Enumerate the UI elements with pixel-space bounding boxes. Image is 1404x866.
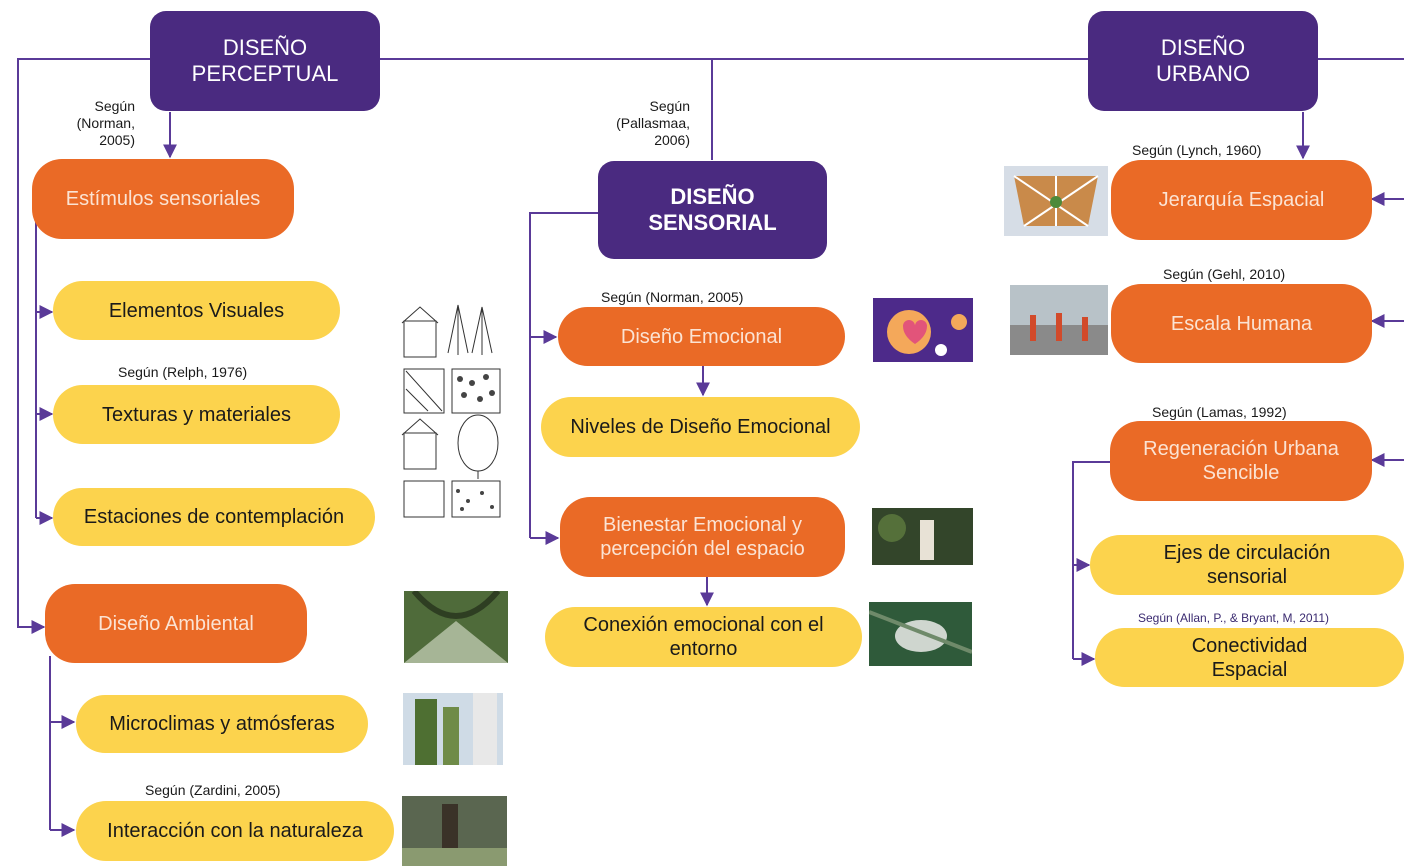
- spatial-hierarchy-render: [1004, 166, 1108, 236]
- citation-lynch: Según (Lynch, 1960): [1132, 142, 1262, 158]
- node-microclimas-atmosferas: Microclimas y atmósferas: [76, 695, 368, 753]
- node-diseno-perceptual-label: DISEÑO PERCEPTUAL: [191, 34, 339, 86]
- node-regeneracion-urbana: Regeneración Urbana Sencible: [1110, 421, 1372, 501]
- node-interaccion-naturaleza: Interacción con la naturaleza: [76, 801, 394, 861]
- node-diseno-emocional-label: Diseño Emocional: [620, 325, 783, 348]
- node-estimulos-sensoriales-label: Estímulos sensoriales: [65, 188, 261, 210]
- node-estaciones-contemplacion-label: Estaciones de contemplación: [83, 506, 345, 528]
- citation-allan-bryant: Según (Allan, P., & Bryant, M, 2011): [1138, 611, 1329, 625]
- node-estaciones-contemplacion: Estaciones de contemplación: [53, 488, 375, 546]
- citation-gehl: Según (Gehl, 2010): [1163, 266, 1286, 282]
- sketch-image: [398, 293, 508, 525]
- nature-interaction-photo: [402, 796, 507, 866]
- node-microclimas-atmosferas-label: Microclimas y atmósferas: [109, 713, 335, 735]
- node-interaccion-naturaleza-label: Interacción con la naturaleza: [107, 820, 363, 842]
- node-escala-humana-label: Escala Humana: [1170, 312, 1313, 335]
- citation-relph: Según (Relph, 1976): [118, 364, 248, 380]
- node-niveles-diseno-emocional-label: Niveles de Diseño Emocional: [570, 416, 831, 438]
- node-conectividad-espacial: Conectividad Espacial: [1095, 628, 1404, 687]
- node-ejes-circulacion-label: Ejes de circulación sensorial: [1163, 542, 1331, 588]
- vertical-forest-photo: [403, 693, 503, 765]
- node-conectividad-espacial-label: Conectividad Espacial: [1191, 634, 1308, 681]
- node-texturas-materiales: Texturas y materiales: [53, 385, 340, 444]
- node-diseno-urbano-label: DISEÑO URBANO: [1155, 34, 1251, 86]
- citation-zardini: Según (Zardini, 2005): [145, 782, 281, 798]
- citation-pallasmaa: Según (Pallasmaa, 2006): [616, 98, 690, 148]
- node-diseno-urbano: DISEÑO URBANO: [1088, 11, 1318, 111]
- node-niveles-diseno-emocional: Niveles de Diseño Emocional: [541, 397, 860, 457]
- aerial-park-photo: [869, 602, 972, 666]
- node-ejes-circulacion: Ejes de circulación sensorial: [1090, 535, 1404, 595]
- perceptual-to-ambiental-arrow: [17, 58, 150, 634]
- node-elementos-visuales: Elementos Visuales: [53, 281, 340, 340]
- node-estimulos-sensoriales: Estímulos sensoriales: [32, 159, 294, 239]
- node-regeneracion-urbana-label: Regeneración Urbana Sencible: [1143, 438, 1339, 484]
- node-jerarquia-espacial: Jerarquía Espacial: [1111, 160, 1372, 240]
- node-texturas-materiales-label: Texturas y materiales: [102, 403, 291, 426]
- node-conexion-emocional: Conexión emocional con el entorno: [545, 607, 862, 667]
- node-diseno-emocional: Diseño Emocional: [558, 307, 845, 366]
- node-conexion-emocional-label: Conexión emocional con el entorno: [583, 614, 824, 660]
- node-diseno-ambiental-label: Diseño Ambiental: [98, 612, 254, 635]
- node-jerarquia-espacial-label: Jerarquía Espacial: [1158, 189, 1325, 211]
- citation-norman-mid: Según (Norman, 2005): [601, 289, 744, 305]
- node-diseno-ambiental: Diseño Ambiental: [45, 584, 307, 663]
- wellbeing-photo: [872, 508, 973, 565]
- citation-lamas: Según (Lamas, 1992): [1152, 404, 1287, 420]
- citation-norman-left: Según (Norman, 2005): [76, 98, 135, 148]
- node-diseno-perceptual: DISEÑO PERCEPTUAL: [150, 11, 380, 111]
- node-elementos-visuales-label: Elementos Visuales: [108, 299, 285, 322]
- node-bienestar-emocional-label: Bienestar Emocional y percepción del esp…: [600, 514, 805, 560]
- human-scale-photo: [1010, 285, 1108, 355]
- node-escala-humana: Escala Humana: [1111, 284, 1372, 363]
- emotional-design-illustration: [873, 298, 973, 362]
- node-bienestar-emocional: Bienestar Emocional y percepción del esp…: [560, 497, 845, 577]
- node-diseno-sensorial: DISEÑO SENSORIAL: [598, 161, 827, 259]
- node-diseno-sensorial-label: DISEÑO SENSORIAL: [648, 183, 777, 235]
- environmental-photo: [404, 591, 508, 663]
